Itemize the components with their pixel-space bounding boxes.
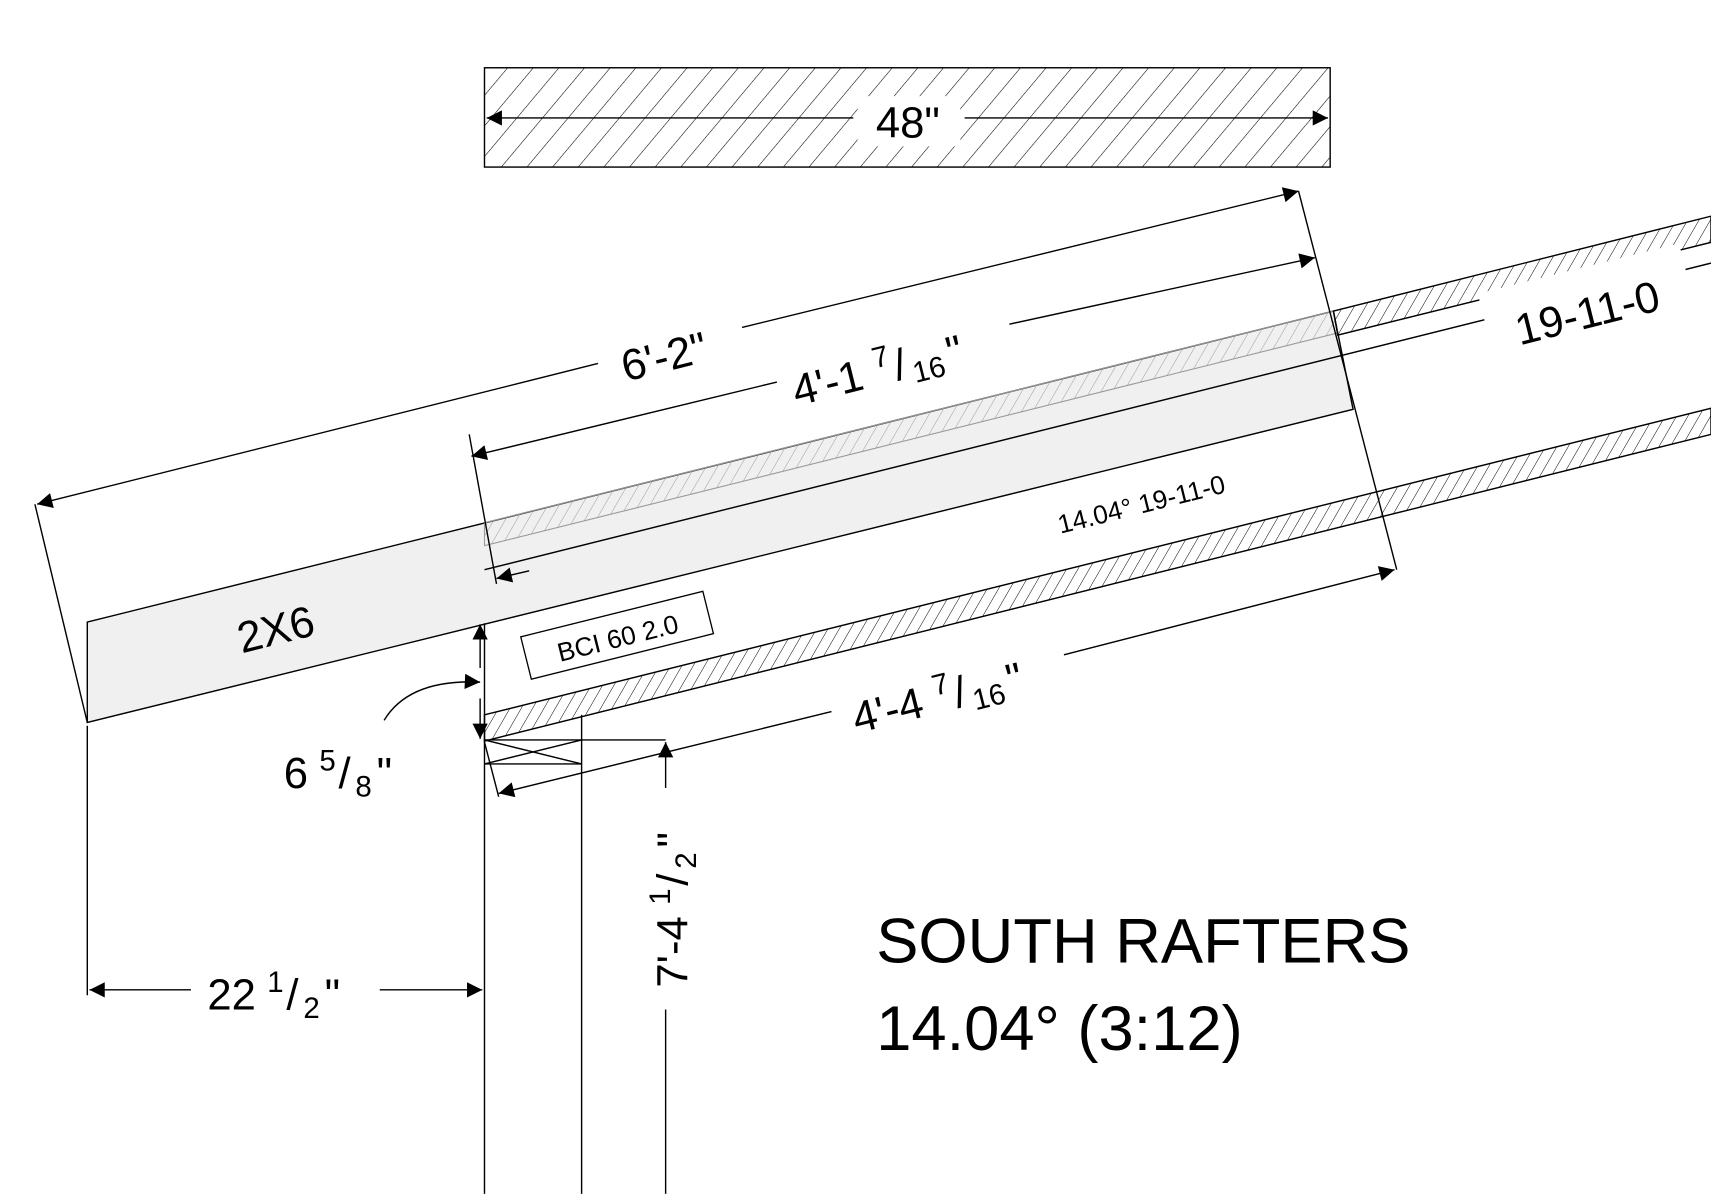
rafter-note: 14.04° 19-11-0 [1055, 469, 1229, 540]
upper-dim-whole: 4'-1 [787, 351, 868, 416]
svg-text:22 1 / 2: 22 1 / 2 " [207, 966, 340, 1025]
sheathing-panel: 48" [483, 67, 1331, 168]
overall-length-label: 6'-2" [616, 323, 712, 392]
svg-text:4'-4 7 / 16: 4'-4 7 / 16 " [846, 649, 1029, 747]
svg-text:6 5 / 8: 6 5 / 8 " [284, 745, 392, 804]
panel-width-label: 48" [876, 99, 940, 148]
drawing-subtitle: 14.04° (3:12) [876, 994, 1242, 1064]
svg-text:7'-4 1 / 2: 7'-4 1 / 2 " [644, 832, 703, 988]
dimension-wall-height: 7'-4 1 / 2 " [644, 742, 703, 1194]
wall-section [483, 623, 666, 1194]
dimension-overhang: 22 1 / 2 " [86, 725, 483, 1025]
lower-dim-whole: 4'-4 [847, 678, 928, 743]
svg-text:4'-1 7 / 16: 4'-1 7 / 16 " [786, 322, 969, 420]
dimension-depth: 6 5 / 8 " [284, 624, 488, 804]
drawing-title: SOUTH RAFTERS [876, 907, 1410, 977]
